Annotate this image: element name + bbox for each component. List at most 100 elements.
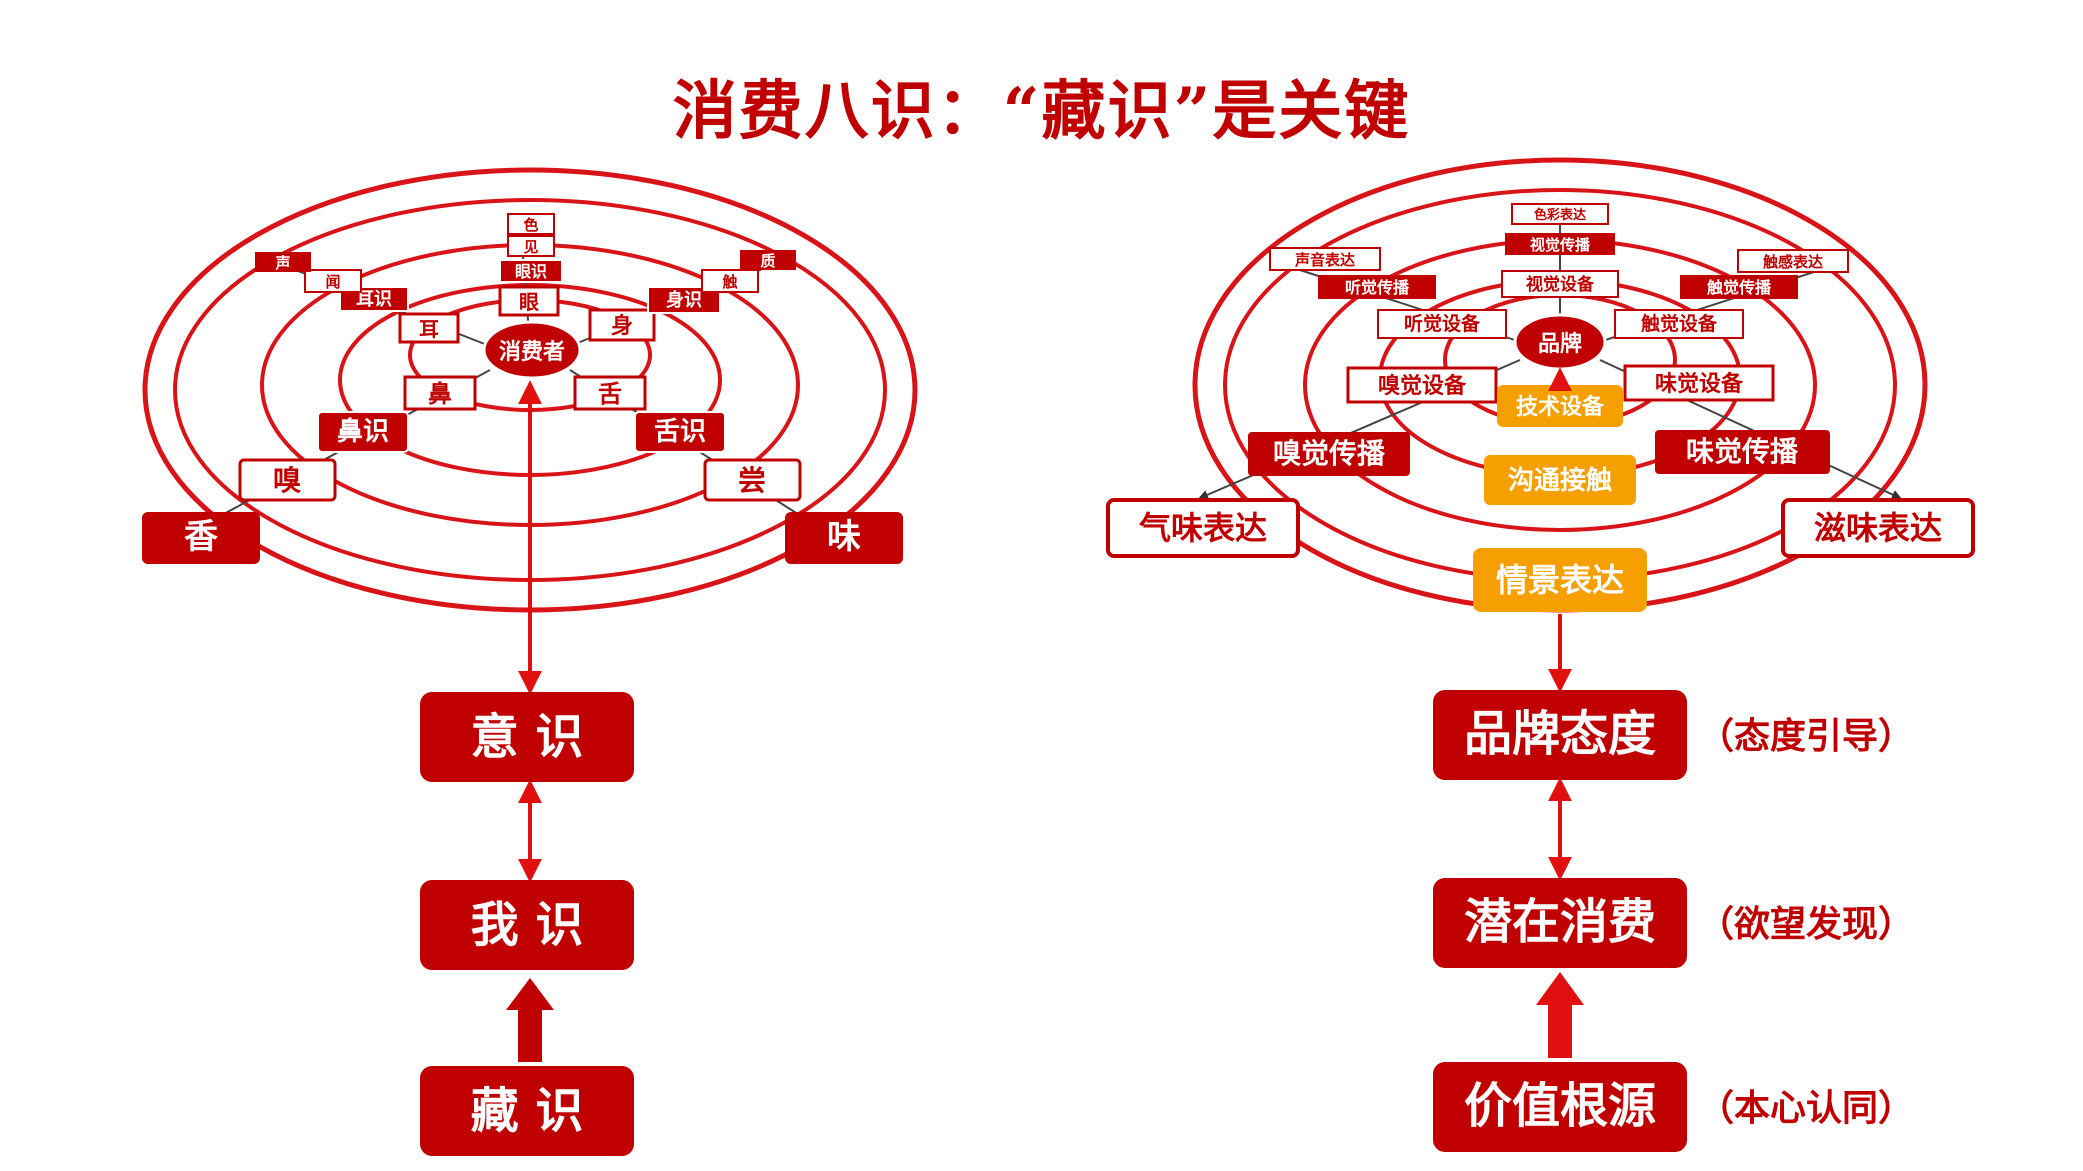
right-stack-mid-label: 潜在消费 xyxy=(1464,894,1656,950)
right-orange-tech: 技术设备 xyxy=(1497,385,1623,427)
right-stack-mid: 潜在消费 xyxy=(1433,878,1687,968)
left-inner-body-label: 身 xyxy=(611,313,633,339)
left-stack-mid-label: 我 识 xyxy=(471,897,584,953)
left-inner-body: 身 xyxy=(588,308,656,342)
right-inner-tongue: 味觉设备 xyxy=(1623,364,1775,402)
right-edge-body-label: 触感表达 xyxy=(1763,253,1823,271)
left-edge-tongue-label: 味 xyxy=(827,517,861,557)
right-edge-eye: 色彩表达 xyxy=(1511,203,1609,225)
right-inner-body-label: 触觉设备 xyxy=(1641,312,1718,335)
left-outer-body-label: 触 xyxy=(722,273,737,291)
right-stack-top-label: 品牌态度 xyxy=(1464,706,1656,762)
right-mid-body: 触觉传播 xyxy=(1680,275,1798,299)
right-mid-nose: 嗅觉传播 xyxy=(1248,432,1410,476)
right-mid-eye-label: 视觉传播 xyxy=(1530,236,1591,254)
left-inner-tongue-label: 舌 xyxy=(598,379,622,408)
left-outer-tongue: 尝 xyxy=(703,458,802,502)
left-inner-ear-label: 耳 xyxy=(419,317,439,341)
right-stack-bottom-label: 价值根源 xyxy=(1464,1078,1656,1134)
left-inner-nose-label: 鼻 xyxy=(428,379,452,408)
page-title: 消费八识：“藏识”是关键 xyxy=(672,74,1411,149)
right-inner-body: 触觉设备 xyxy=(1614,309,1744,339)
right-edge-body: 触感表达 xyxy=(1737,249,1849,273)
left-mid-nose: 鼻识 xyxy=(317,411,409,453)
left-wheel: 消费者 眼 耳 身 鼻 舌 xyxy=(142,167,918,613)
left-inner-tongue: 舌 xyxy=(573,375,647,411)
left-inner-nose: 鼻 xyxy=(403,375,477,411)
left-outer-eye-label: 见 xyxy=(523,238,538,256)
right-mid-ear: 听觉传播 xyxy=(1318,275,1436,299)
right-note-mid: （欲望发现） xyxy=(1698,903,1914,945)
right-inner-nose-label: 嗅觉设备 xyxy=(1378,373,1467,399)
left-mid-eye-label: 眼识 xyxy=(515,262,547,281)
left-stack-mid: 我 识 xyxy=(420,880,634,970)
left-mid-tongue-label: 舌识 xyxy=(654,417,706,447)
right-inner-eye: 视觉设备 xyxy=(1501,270,1619,298)
left-edge-ear: 声 xyxy=(255,252,311,272)
left-outer-ear-label: 闻 xyxy=(325,273,340,291)
left-edge-tongue: 味 xyxy=(785,512,903,564)
right-note-bottom: （本心认同） xyxy=(1698,1087,1914,1129)
left-edge-ear-label: 声 xyxy=(274,254,290,272)
left-stack-top: 意 识 xyxy=(420,692,634,782)
right-edge-tongue: 滋味表达 xyxy=(1781,498,1975,558)
right-inner-ear-label: 听觉设备 xyxy=(1404,312,1481,335)
right-orange-scene: 情景表达 xyxy=(1473,548,1647,612)
left-inner-eye-label: 眼 xyxy=(519,290,539,314)
left-edge-body: 质 xyxy=(740,250,796,270)
right-edge-nose: 气味表达 xyxy=(1106,498,1300,558)
right-note-top: （态度引导） xyxy=(1698,715,1914,757)
right-mid-nose-label: 嗅觉传播 xyxy=(1273,437,1386,470)
right-mid-tongue-label: 味觉传播 xyxy=(1686,435,1799,468)
right-orange-contact-label: 沟通接触 xyxy=(1508,466,1612,496)
right-mid-body-label: 触觉传播 xyxy=(1706,278,1772,297)
left-outer-body: 触 xyxy=(701,269,759,293)
left-mid-eye: 眼识 xyxy=(499,259,563,283)
left-outer-eye: 见 xyxy=(507,235,555,257)
right-mid-ear-label: 听觉传播 xyxy=(1345,278,1410,297)
left-outer-ear: 闻 xyxy=(304,269,362,293)
left-thick-arrow-up xyxy=(506,978,554,1062)
right-inner-ear: 听觉设备 xyxy=(1377,309,1507,339)
right-thick-arrow-up xyxy=(1536,972,1584,1058)
right-inner-tongue-label: 味觉设备 xyxy=(1655,371,1744,397)
right-center-label: 品牌 xyxy=(1538,331,1582,357)
left-arrows xyxy=(506,380,554,1062)
right-edge-nose-label: 气味表达 xyxy=(1139,509,1267,547)
right-edge-ear: 声音表达 xyxy=(1269,247,1381,271)
right-mid-eye: 视觉传播 xyxy=(1505,233,1615,255)
right-orange-contact: 沟通接触 xyxy=(1484,455,1636,505)
left-mid-ear-label: 耳识 xyxy=(356,289,392,310)
right-orange-tech-label: 技术设备 xyxy=(1516,394,1605,420)
left-edge-nose-label: 香 xyxy=(184,517,218,557)
left-stack-top-label: 意 识 xyxy=(471,709,584,765)
left-mid-tongue: 舌识 xyxy=(634,411,726,453)
left-outer-tongue-label: 尝 xyxy=(738,464,766,497)
left-edge-eye: 色 xyxy=(507,213,555,235)
left-edge-body-label: 质 xyxy=(760,252,775,270)
right-stack-top: 品牌态度 xyxy=(1433,690,1687,780)
left-mid-body-label: 身识 xyxy=(666,289,702,311)
right-arrows xyxy=(1536,367,1584,1058)
right-stack-bottom: 价值根源 xyxy=(1433,1062,1687,1152)
right-inner-eye-label: 视觉设备 xyxy=(1526,274,1595,295)
left-edge-eye-label: 色 xyxy=(523,216,538,234)
right-mid-tongue: 味觉传播 xyxy=(1655,430,1830,474)
left-stack-bottom-label: 藏 识 xyxy=(471,1083,584,1139)
left-center-consumer xyxy=(482,320,582,380)
right-edge-eye-label: 色彩表达 xyxy=(1534,207,1586,223)
left-outer-nose: 嗅 xyxy=(238,458,337,502)
left-mid-nose-label: 鼻识 xyxy=(337,417,389,447)
right-orange-scene-label: 情景表达 xyxy=(1496,561,1624,599)
left-stack-bottom: 藏 识 xyxy=(420,1066,634,1156)
right-edge-tongue-label: 滋味表达 xyxy=(1814,509,1942,547)
right-edge-ear-label: 声音表达 xyxy=(1294,251,1355,269)
right-inner-nose: 嗅觉设备 xyxy=(1346,366,1498,404)
left-inner-ear: 耳 xyxy=(398,312,460,344)
left-edge-nose: 香 xyxy=(142,512,260,564)
right-wheel: 品牌 视觉设备 听觉设备 触觉设备 嗅觉设备 味觉设备 xyxy=(1106,157,1975,613)
left-center-label: 消费者 xyxy=(499,339,565,365)
left-outer-nose-label: 嗅 xyxy=(273,464,301,497)
left-inner-eye: 眼 xyxy=(498,285,560,317)
